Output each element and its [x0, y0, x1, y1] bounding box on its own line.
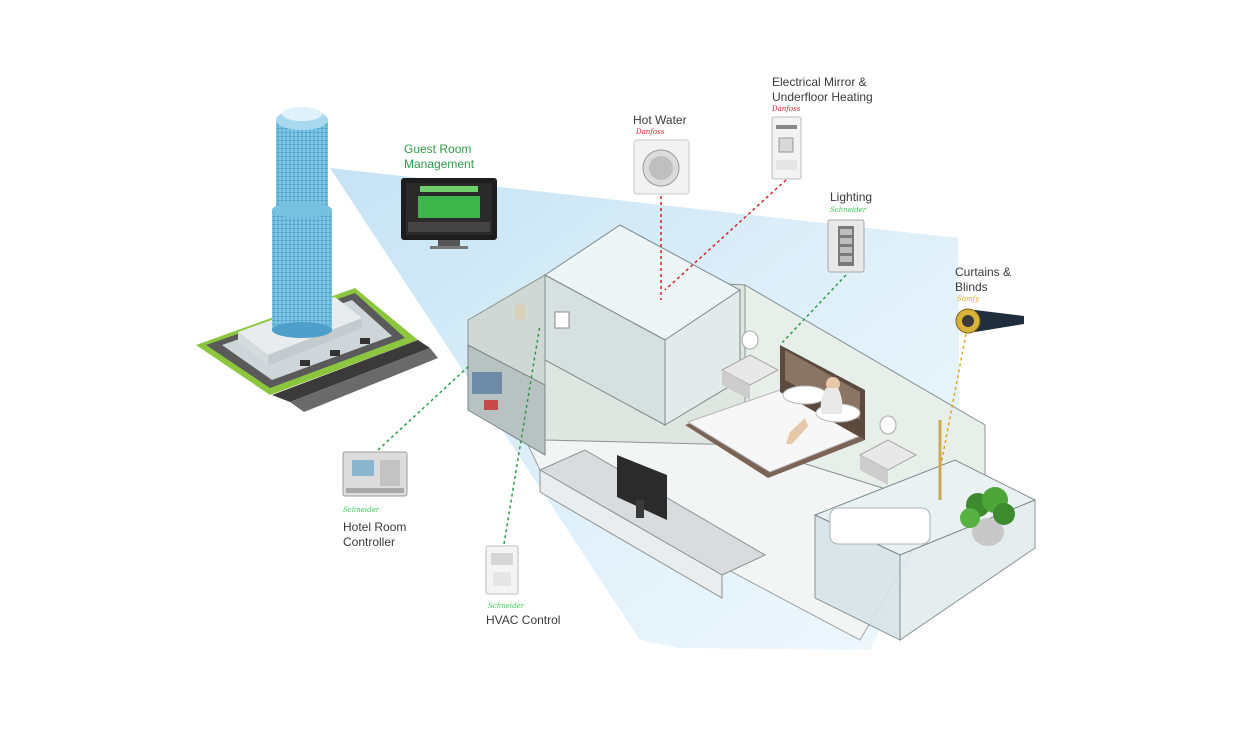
- connector-curtains: [939, 333, 967, 471]
- danfoss-logo-mirror: Danfoss: [772, 105, 801, 113]
- connector-hvac: [503, 324, 541, 545]
- hot-water-thermostat-icon: [633, 139, 690, 195]
- schneider-logo-lighting: Schneider: [830, 206, 867, 214]
- curtains-blinds-label: Curtains & Blinds: [955, 265, 1012, 294]
- somfy-logo-curtains: Somfy: [957, 295, 980, 303]
- guest-room-management-label: Guest Room Management: [404, 142, 475, 171]
- connector-lighting: [779, 274, 847, 346]
- lighting-label: Lighting: [830, 190, 873, 204]
- hvac-control-label: HVAC Control: [486, 613, 561, 627]
- hot-water-label: Hot Water: [633, 113, 687, 127]
- lighting-switch-panel-icon: [827, 219, 865, 273]
- hotel-tower-icon: [196, 107, 438, 412]
- danfoss-logo-hot-water: Danfoss: [636, 128, 665, 136]
- guest-room-monitor-icon: [401, 178, 497, 249]
- mirror-heating-controller-icon: [771, 116, 802, 180]
- hvac-thermostat-icon: [485, 545, 519, 595]
- hotel-room-illustration: [467, 224, 1037, 641]
- connector-lines: [377, 179, 967, 545]
- schneider-logo-controller: Schneider: [343, 506, 380, 514]
- connector-room-controller: [377, 364, 471, 451]
- curtain-motor-icon: [955, 308, 1024, 334]
- electrical-mirror-label: Electrical Mirror & Underfloor Heating: [772, 75, 873, 104]
- schneider-logo-hvac: Schneider: [488, 602, 525, 610]
- room-controller-icon: [342, 451, 408, 497]
- hotel-room-controller-label: Hotel Room Controller: [343, 520, 407, 549]
